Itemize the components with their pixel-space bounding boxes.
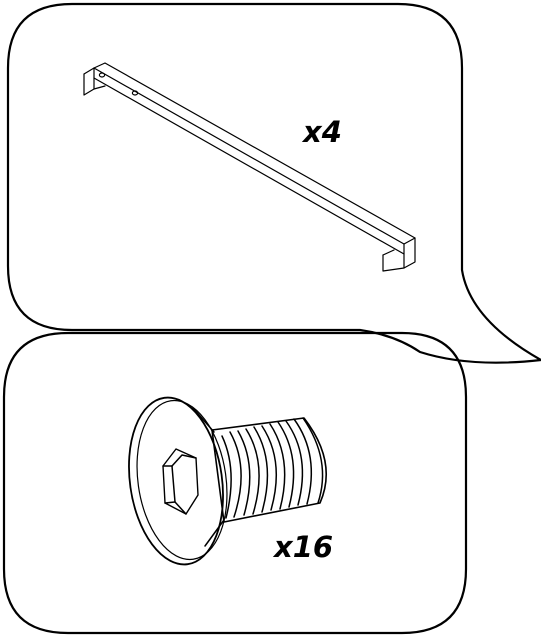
screw-callout-panel [2,331,468,635]
bracket-callout-panel [6,2,541,364]
bracket-quantity-label: x4 [303,115,342,149]
screw-quantity-label: x16 [274,530,334,564]
bracket-icon [83,62,416,272]
screw-icon [128,396,327,566]
